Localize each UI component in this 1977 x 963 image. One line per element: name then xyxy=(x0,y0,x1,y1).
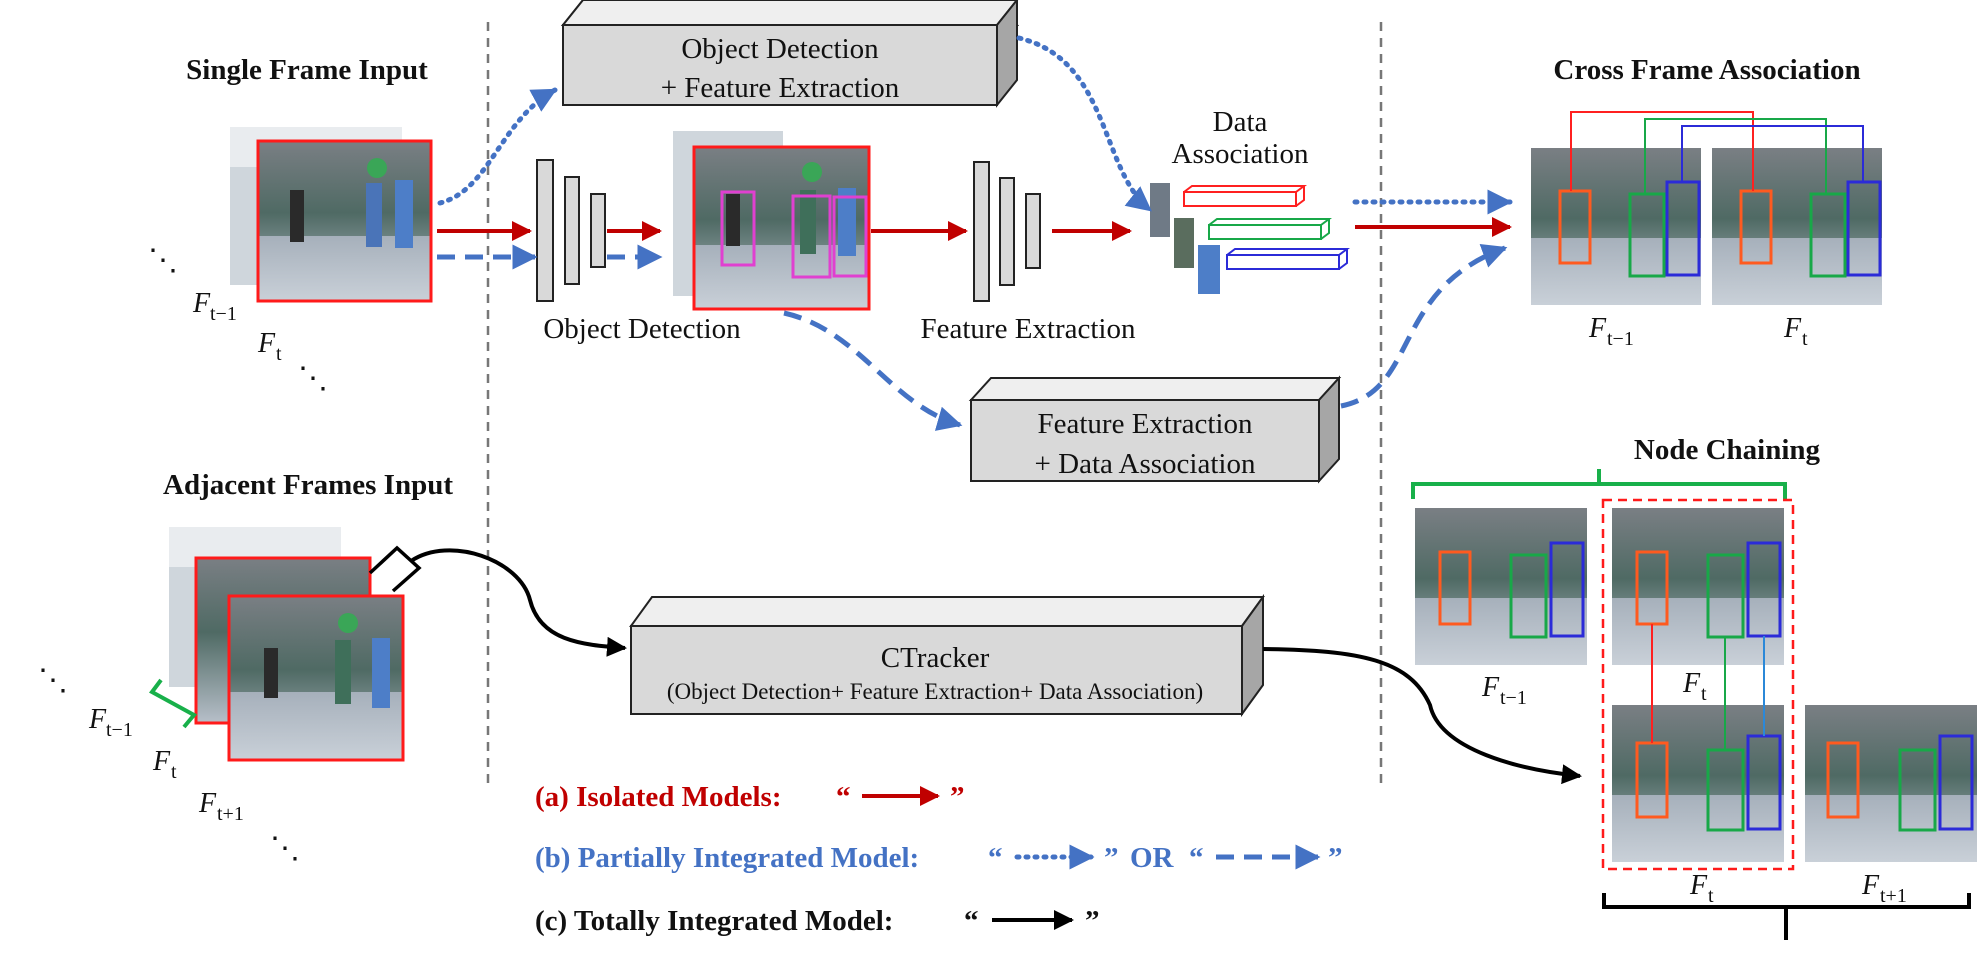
single-frame-stack xyxy=(230,127,433,303)
data-association-label-1: Data xyxy=(1213,106,1268,138)
svg-text:”: ” xyxy=(1328,842,1343,874)
box-feature-extraction-data-association: Feature Extraction + Data Association xyxy=(968,375,1342,484)
svg-text:“: “ xyxy=(988,842,1003,874)
svg-text:“: “ xyxy=(1189,842,1204,874)
svg-text:Object Detection: Object Detection xyxy=(681,33,879,65)
svg-text:“: “ xyxy=(836,781,851,813)
total-model-arrows xyxy=(409,548,1582,785)
svg-text:t: t xyxy=(171,761,177,783)
svg-text:”: ” xyxy=(950,781,965,813)
svg-text:CTracker: CTracker xyxy=(881,642,990,674)
svg-text:+ Feature Extraction: + Feature Extraction xyxy=(661,72,900,104)
svg-text:t: t xyxy=(276,343,282,365)
node-chaining-brace-top xyxy=(1411,469,1787,499)
object-detection-network xyxy=(536,159,606,302)
data-association-crops xyxy=(1150,183,1220,294)
svg-text:t+1: t+1 xyxy=(1880,885,1907,907)
object-detection-label: Object Detection xyxy=(543,313,741,345)
svg-text:“: “ xyxy=(964,905,979,937)
svg-text:t−1: t−1 xyxy=(1607,328,1634,350)
svg-text:F: F xyxy=(1682,668,1701,699)
svg-text:OR: OR xyxy=(1130,842,1175,874)
svg-text:t+1: t+1 xyxy=(217,803,244,825)
adjacent-frames-stack xyxy=(169,527,405,762)
legend-total: (c) Totally Integrated Model: xyxy=(535,905,893,937)
svg-text:(Object Detection+ Feature Ext: (Object Detection+ Feature Extraction+ D… xyxy=(667,679,1203,704)
svg-text:F: F xyxy=(257,328,276,359)
frame-thumbnail-ft xyxy=(256,139,433,303)
cross-frame-association-title: Cross Frame Association xyxy=(1553,54,1860,86)
svg-text:t−1: t−1 xyxy=(210,303,237,325)
node-chaining-brace-bottom xyxy=(1602,893,1971,940)
pair-bracket-left xyxy=(149,678,198,729)
svg-text:Feature Extraction: Feature Extraction xyxy=(1038,408,1253,440)
svg-text:F: F xyxy=(1861,870,1880,901)
label-f-t-minus-1-chain: F t−1 xyxy=(1481,672,1527,709)
legend-isolated: (a) Isolated Models: xyxy=(535,781,781,813)
ellipsis-bottom: ⋱ xyxy=(298,362,328,395)
svg-text:t: t xyxy=(1802,328,1808,350)
box-object-detection-feature-extraction: Object Detection + Feature Extraction xyxy=(560,0,1020,108)
label-f-t-plus-1-chain: F t+1 xyxy=(1861,870,1907,907)
label-f-t-adjacent: F t xyxy=(152,746,177,783)
cross-frame-pair xyxy=(1531,111,1882,305)
ellipsis-adjacent: ⋱ xyxy=(38,664,68,697)
svg-text:F: F xyxy=(1481,672,1500,703)
data-association-label-2: Association xyxy=(1172,138,1309,170)
detection-result-frame xyxy=(673,131,871,311)
svg-text:t−1: t−1 xyxy=(1500,687,1527,709)
svg-text:F: F xyxy=(1783,313,1802,344)
feature-extraction-network xyxy=(973,161,1041,302)
ellipsis-top: ⋱ xyxy=(148,244,178,277)
data-association-features xyxy=(1183,185,1350,270)
svg-text:F: F xyxy=(192,288,211,319)
legend-partial: (b) Partially Integrated Model: xyxy=(535,842,919,874)
label-f-t-chain-bottom: F t xyxy=(1689,870,1714,907)
box-ctracker: CTracker (Object Detection+ Feature Extr… xyxy=(629,593,1265,718)
label-f-t-minus-1-cross: F t−1 xyxy=(1588,313,1634,350)
label-f-t-minus-1-adjacent: F t−1 xyxy=(88,704,133,741)
partial-model-arrows xyxy=(437,35,1513,431)
legend: (a) Isolated Models: “ ” (b) Partially I… xyxy=(535,781,1343,937)
svg-text:t: t xyxy=(1708,885,1714,907)
svg-text:F: F xyxy=(88,704,107,735)
svg-text:F: F xyxy=(1588,313,1607,344)
label-f-t-plus-1-adjacent: F t+1 xyxy=(198,788,244,825)
node-chaining-title: Node Chaining xyxy=(1634,434,1821,466)
adjacent-frames-input-title: Adjacent Frames Input xyxy=(163,469,453,501)
svg-text:t−1: t−1 xyxy=(106,719,133,741)
svg-text:F: F xyxy=(1689,870,1708,901)
single-frame-input-title: Single Frame Input xyxy=(186,54,428,86)
svg-text:F: F xyxy=(198,788,217,819)
label-f-t-single: F t xyxy=(257,328,282,365)
label-f-t-cross: F t xyxy=(1783,313,1808,350)
node-chaining-frames xyxy=(1415,498,1977,871)
isolated-model-arrows xyxy=(437,217,1512,241)
svg-text:+ Data Association: + Data Association xyxy=(1035,448,1256,480)
svg-text:”: ” xyxy=(1085,905,1100,937)
feature-extraction-label: Feature Extraction xyxy=(921,313,1136,345)
label-f-t-chain-top: F t xyxy=(1682,668,1707,705)
ellipsis-adjacent-bottom: ⋱ xyxy=(270,832,300,865)
label-f-t-minus-1-single: F t−1 xyxy=(192,288,237,325)
svg-text:F: F xyxy=(152,746,171,777)
svg-text:”: ” xyxy=(1104,842,1119,874)
pair-bracket-top xyxy=(368,545,422,593)
svg-text:t: t xyxy=(1701,683,1707,705)
